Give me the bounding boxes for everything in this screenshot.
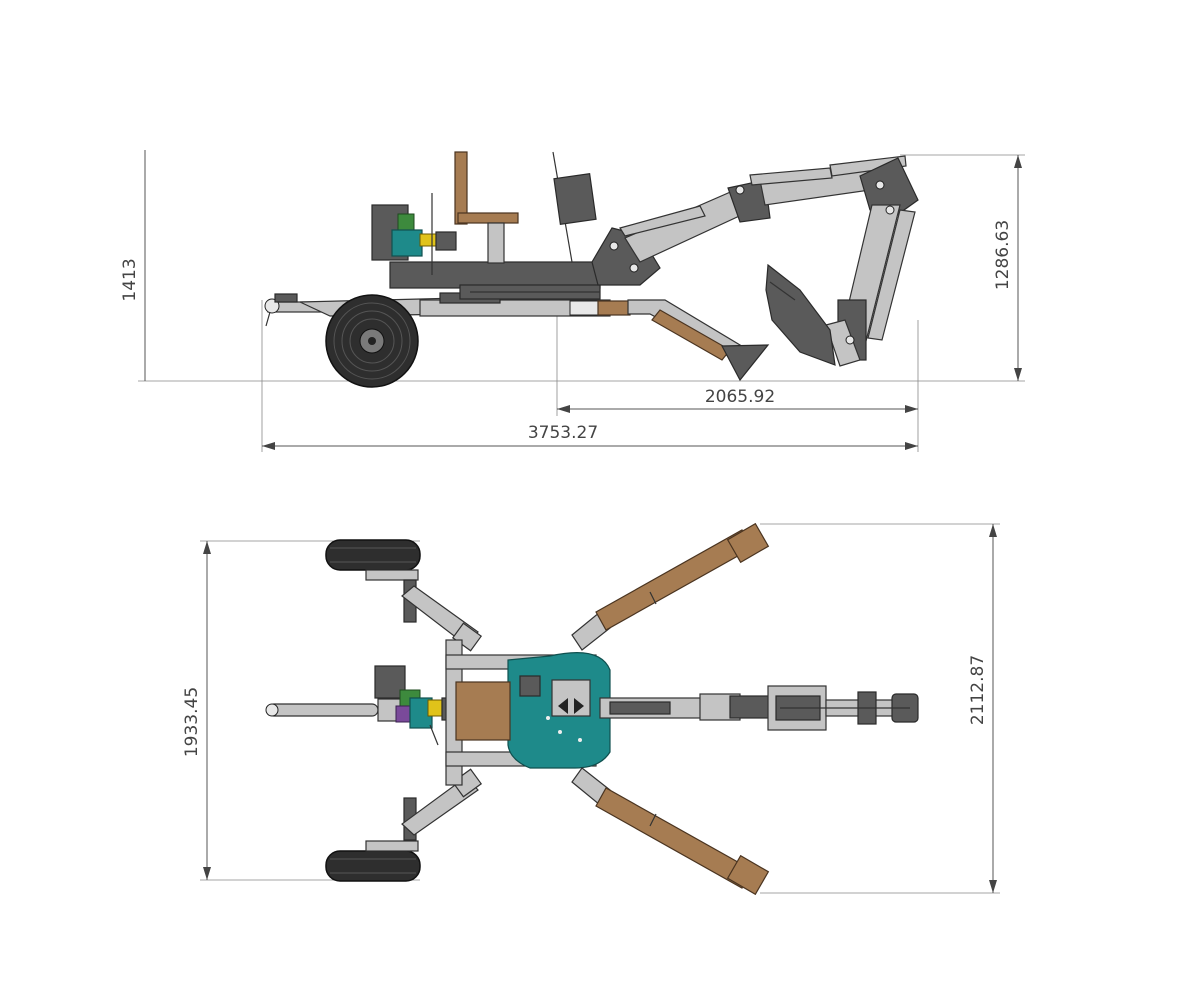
- cab-body-top: [455, 652, 611, 769]
- bucket-side: [765, 263, 836, 366]
- boom-arm-side: [591, 155, 919, 367]
- control-lever: [552, 151, 597, 263]
- seat-side: [454, 151, 519, 264]
- dim-outrigger-span-label: 2112.87: [968, 655, 988, 725]
- engine-side: [371, 193, 457, 275]
- dim-wheel-track: 1933.45: [182, 541, 211, 880]
- side-view: 1413 1286.63 2065.92 3753.27: [120, 150, 1025, 452]
- dim-arm-height: 1286.63: [993, 155, 1022, 381]
- wheel-arm-upper: [325, 539, 483, 652]
- wheel-side: [325, 294, 419, 388]
- dim-arm-height-label: 1286.63: [993, 220, 1013, 290]
- dim-overall-height-label: 1413: [120, 258, 140, 301]
- dim-overall-length: 3753.27: [262, 423, 918, 450]
- dim-overall-height: 1413: [120, 150, 146, 381]
- boom-arm-top: [599, 685, 919, 731]
- dim-wheel-track-label: 1933.45: [182, 687, 202, 757]
- tow-hitch: [264, 293, 331, 327]
- dim-reach: 2065.92: [557, 387, 918, 413]
- dim-overall-length-label: 3753.27: [528, 423, 598, 443]
- dim-reach-label: 2065.92: [705, 387, 775, 407]
- stabilizer-leg-top-lower: [571, 767, 770, 896]
- wheel-arm-lower: [325, 768, 483, 882]
- top-view: 1933.45 2112.87: [182, 522, 1000, 896]
- stabilizer-leg-side: [627, 299, 770, 382]
- stabilizer-leg-top-upper: [571, 522, 770, 651]
- tow-bar-top: [265, 698, 419, 722]
- dim-outrigger-span: 2112.87: [968, 524, 997, 893]
